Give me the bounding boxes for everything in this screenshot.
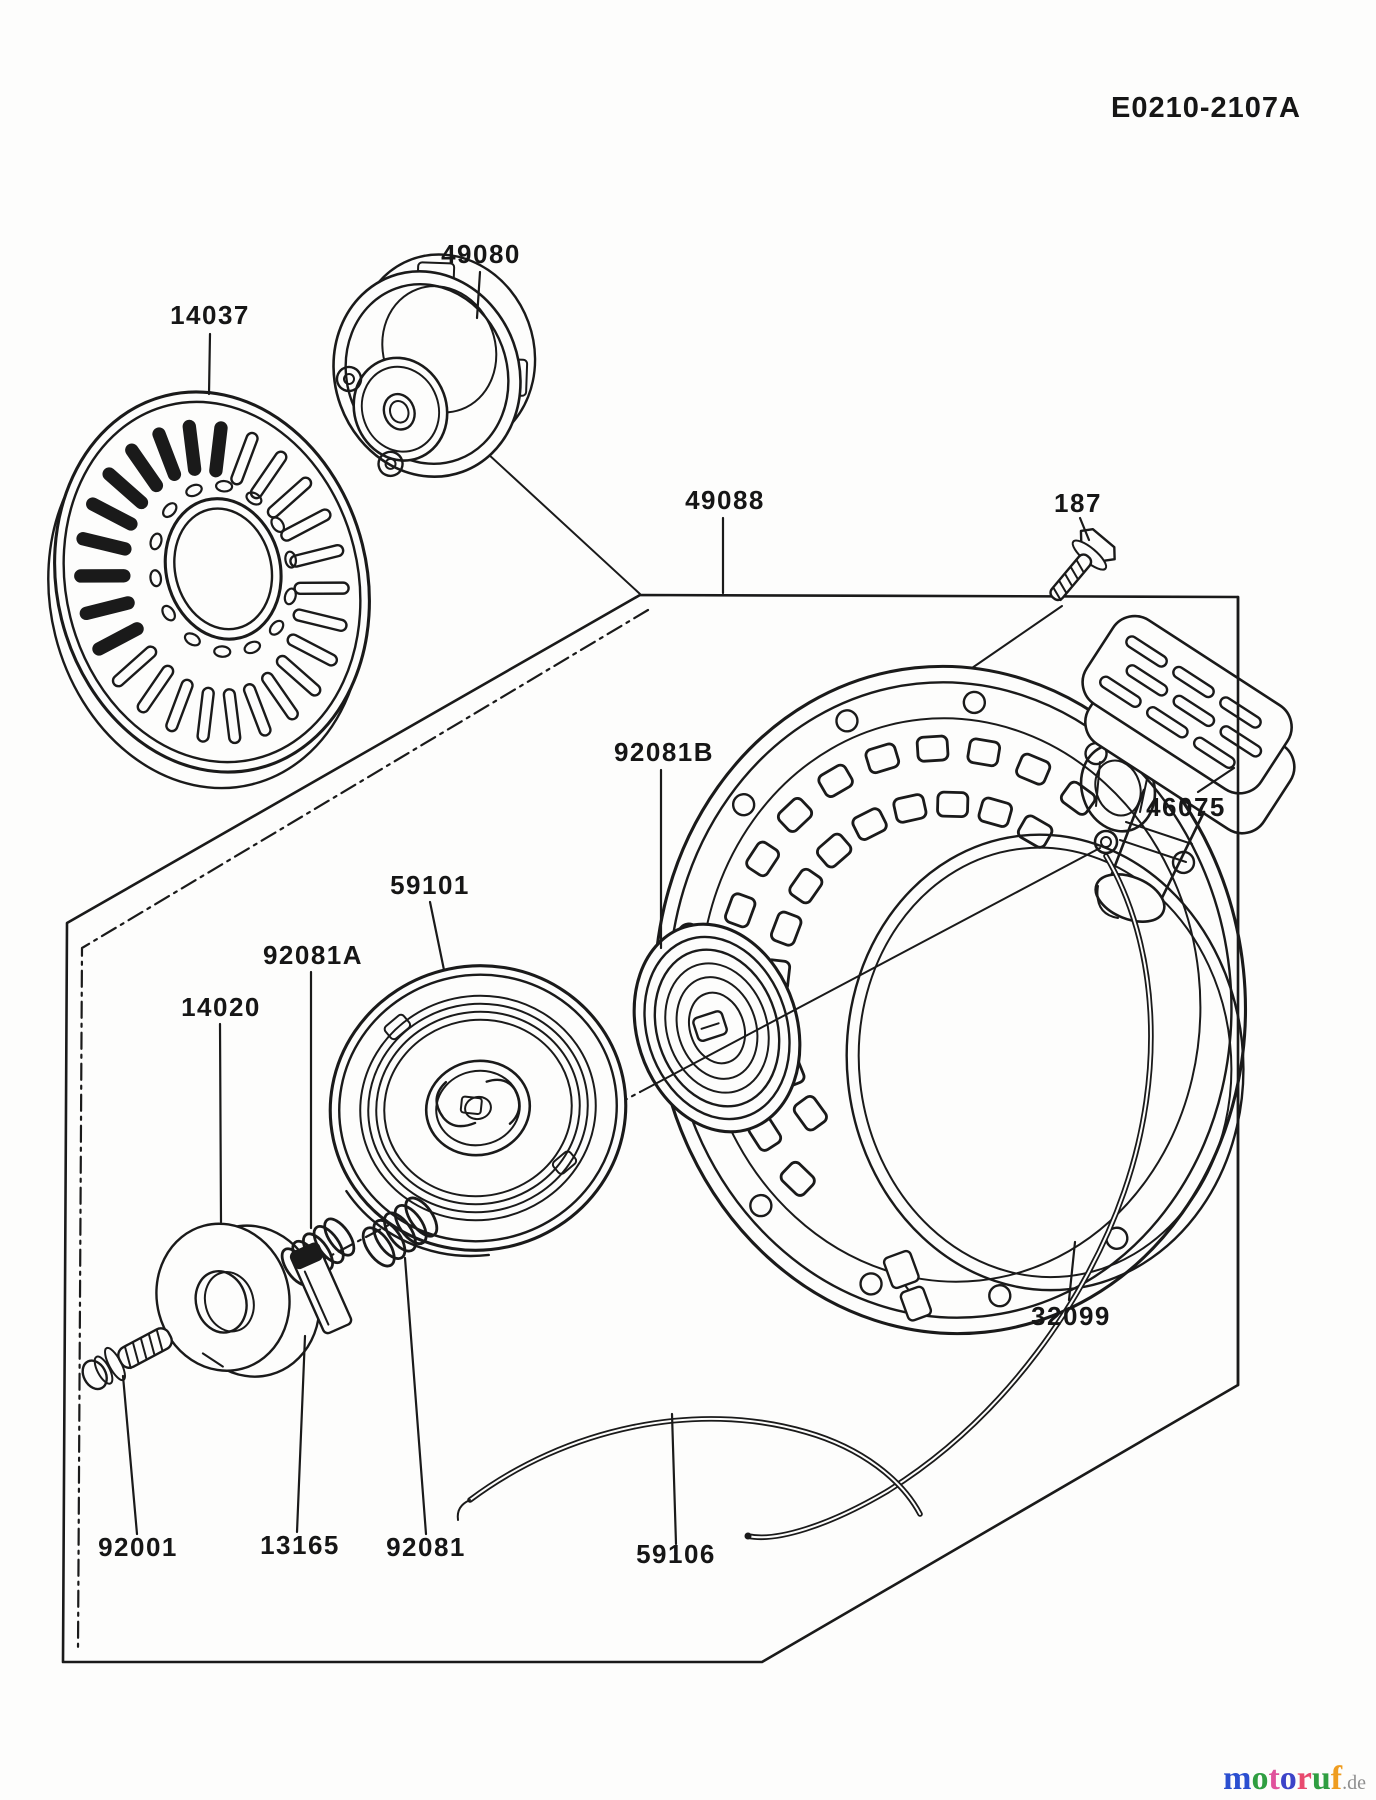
- part-label-49088: 49088: [685, 485, 765, 515]
- part-label-92081b: 92081B: [614, 737, 714, 767]
- watermark-letter: m: [1223, 1760, 1252, 1797]
- rope-reel-59101: [328, 964, 628, 1258]
- axis-to-hub: [639, 847, 1101, 1093]
- part-label-14037: 14037: [170, 300, 250, 330]
- watermark-suffix: .de: [1342, 1772, 1366, 1794]
- screw-92001: [81, 1327, 173, 1391]
- watermark-letter: f: [1330, 1760, 1343, 1797]
- leader-lines: [121, 270, 1236, 1546]
- part-label-49080: 49080: [441, 239, 521, 269]
- spring-case-92081b: [632, 922, 802, 1134]
- fan-screen-14037: [47, 390, 371, 790]
- doc-code: E0210-2107A: [1111, 92, 1301, 124]
- motoruf-watermark: motoruf.de: [1223, 1762, 1366, 1796]
- part-labels: E0210-2107A 14037 49080 49088 187 92081B…: [98, 92, 1301, 1569]
- bolt-187: [1049, 528, 1116, 602]
- part-label-14020: 14020: [181, 992, 261, 1022]
- fan-hole-ring: [149, 479, 298, 658]
- part-label-92081: 92081: [386, 1532, 466, 1562]
- watermark-letter: o: [1279, 1760, 1297, 1797]
- watermark-letter: o: [1251, 1760, 1269, 1797]
- starter-cup-49080: [332, 253, 537, 478]
- handle-stem: [1094, 788, 1206, 923]
- watermark-letter: r: [1296, 1760, 1312, 1797]
- rope-59106: [456, 1416, 923, 1521]
- part-label-46075: 46075: [1146, 792, 1226, 822]
- spring-clip: [882, 1249, 933, 1322]
- spring-92081: [361, 1196, 439, 1268]
- guide-plate-13165: [289, 1242, 353, 1335]
- part-label-92001: 92001: [98, 1532, 178, 1562]
- part-label-13165: 13165: [260, 1530, 340, 1560]
- friction-plate-14020: [155, 1222, 321, 1378]
- part-label-59101: 59101: [390, 870, 470, 900]
- watermark-letter: u: [1311, 1760, 1331, 1797]
- part-label-59106: 59106: [636, 1539, 716, 1569]
- watermark-letter: t: [1268, 1760, 1280, 1797]
- part-label-32099: 32099: [1031, 1301, 1111, 1331]
- part-label-187: 187: [1054, 488, 1102, 518]
- part-label-92081a: 92081A: [263, 940, 363, 970]
- starter-handle: [1081, 614, 1296, 923]
- starter-rope-32099: [744, 853, 1154, 1541]
- bolt-position-line: [971, 605, 1063, 669]
- fan-louver-slots: [74, 419, 350, 745]
- flange-bolt-holes: [676, 690, 1196, 1308]
